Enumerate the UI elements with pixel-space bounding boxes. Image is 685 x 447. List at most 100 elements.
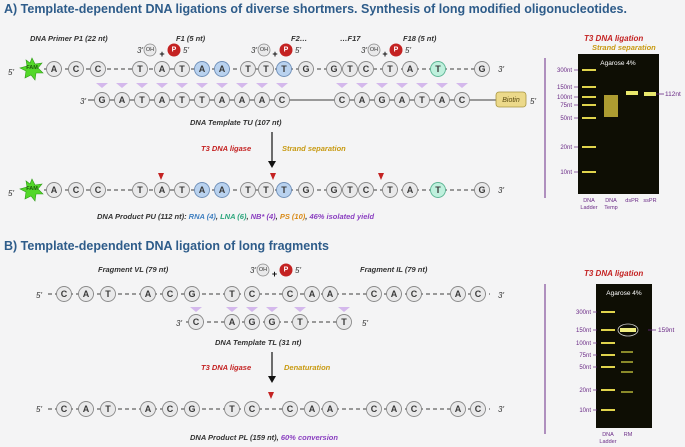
nucleotide: C xyxy=(334,92,350,108)
nucleotide: A xyxy=(450,401,466,417)
gel-band xyxy=(582,171,596,173)
svg-text:C: C xyxy=(475,289,482,299)
five-prime-end: 5' xyxy=(530,97,536,106)
nucleotide: C xyxy=(162,401,178,417)
svg-text:C: C xyxy=(279,95,286,105)
svg-text:G: G xyxy=(248,317,255,327)
five-prime-end: 5' xyxy=(8,189,14,198)
fragment-il-label: Fragment IL (79 nt) xyxy=(360,265,428,274)
svg-text:A: A xyxy=(83,404,90,414)
nucleotide: C xyxy=(282,401,298,417)
nucleotide: C xyxy=(90,182,106,198)
svg-text:G: G xyxy=(268,317,275,327)
svg-text:A: A xyxy=(219,185,226,195)
hybridization-arrow xyxy=(216,83,228,88)
svg-text:5': 5' xyxy=(295,266,301,275)
gel-tick-label: 50nt xyxy=(579,365,591,371)
nucleotide: G xyxy=(184,286,200,302)
nucleotide: T xyxy=(292,314,308,330)
nucleotide: G xyxy=(474,182,490,198)
three-prime-end: 3' xyxy=(498,65,504,74)
svg-text:G: G xyxy=(330,185,337,195)
nucleotide: T xyxy=(194,92,210,108)
nucleotide: A xyxy=(304,401,320,417)
svg-text:C: C xyxy=(167,289,174,299)
svg-text:T: T xyxy=(137,185,143,195)
nucleotide: T xyxy=(336,314,352,330)
svg-text:+: + xyxy=(272,269,277,279)
svg-text:A: A xyxy=(159,185,166,195)
gel-lane-label: DNA xyxy=(605,198,617,204)
hybridization-arrow xyxy=(190,307,202,312)
nucleotide: A xyxy=(214,61,230,77)
svg-text:G: G xyxy=(98,95,105,105)
nucleotide: C xyxy=(358,61,374,77)
nucleotide: A xyxy=(154,92,170,108)
svg-text:T: T xyxy=(341,317,347,327)
nucleotide: A xyxy=(78,286,94,302)
svg-text:T: T xyxy=(229,289,235,299)
three-prime-end: 3' xyxy=(498,405,504,414)
biotin-text: Biotin xyxy=(502,97,520,104)
svg-text:T: T xyxy=(179,185,185,195)
nucleotide: A xyxy=(46,61,62,77)
svg-text:G: G xyxy=(302,185,309,195)
nucleotide: G xyxy=(326,182,342,198)
svg-text:G: G xyxy=(188,289,195,299)
biotin-tag xyxy=(495,91,527,108)
svg-text:5': 5' xyxy=(405,46,411,55)
nucleotide: A xyxy=(194,61,210,77)
svg-text:T: T xyxy=(245,64,251,74)
gel-band xyxy=(621,361,633,363)
svg-text:C: C xyxy=(459,95,466,105)
svg-text:+: + xyxy=(272,49,277,59)
hybridization-arrow xyxy=(236,83,248,88)
svg-text:T: T xyxy=(387,185,393,195)
nucleotide: A xyxy=(154,182,170,198)
svg-text:C: C xyxy=(61,289,68,299)
gel-band xyxy=(601,389,615,391)
hybridization-arrow xyxy=(276,83,288,88)
nucleotide: C xyxy=(366,401,382,417)
svg-text:C: C xyxy=(363,185,370,195)
gel-a: Agarose 4% xyxy=(578,54,659,194)
gel-band xyxy=(601,311,615,313)
nucleotide: A xyxy=(386,401,402,417)
svg-text:A: A xyxy=(407,185,414,195)
gel-band xyxy=(601,366,615,368)
nucleotide: T xyxy=(174,92,190,108)
svg-text:T: T xyxy=(435,185,441,195)
svg-text:G: G xyxy=(330,64,337,74)
ligation-site-marker xyxy=(378,173,384,180)
svg-text:T: T xyxy=(387,64,393,74)
svg-text:T: T xyxy=(297,317,303,327)
gel-tick-label: 150nt xyxy=(576,328,591,334)
ligation-site-marker xyxy=(158,173,164,180)
svg-text:A: A xyxy=(199,64,206,74)
five-prime-end: 5' xyxy=(8,68,14,77)
three-prime-end: 3' xyxy=(498,186,504,195)
gel-band xyxy=(621,351,633,353)
svg-text:T: T xyxy=(139,95,145,105)
svg-text:A: A xyxy=(159,64,166,74)
svg-text:T: T xyxy=(105,404,111,414)
nucleotide: T xyxy=(132,61,148,77)
hybridization-arrow xyxy=(436,83,448,88)
hybridization-arrow xyxy=(246,307,258,312)
gel-band xyxy=(644,92,656,96)
gel-lane-label: Ladder xyxy=(599,439,616,445)
five-prime-end: 5' xyxy=(36,405,42,414)
gel-band xyxy=(604,95,618,117)
hybridization-arrows-a xyxy=(96,83,468,88)
svg-text:OH: OH xyxy=(260,47,268,53)
svg-text:3': 3' xyxy=(251,46,257,55)
svg-text:A: A xyxy=(119,95,126,105)
svg-text:A: A xyxy=(391,289,398,299)
svg-text:OH: OH xyxy=(146,47,154,53)
gel-tick-label: 20nt xyxy=(560,145,572,151)
nucleotide: C xyxy=(244,401,260,417)
nucleotide: T xyxy=(240,61,256,77)
svg-text:3': 3' xyxy=(250,266,256,275)
